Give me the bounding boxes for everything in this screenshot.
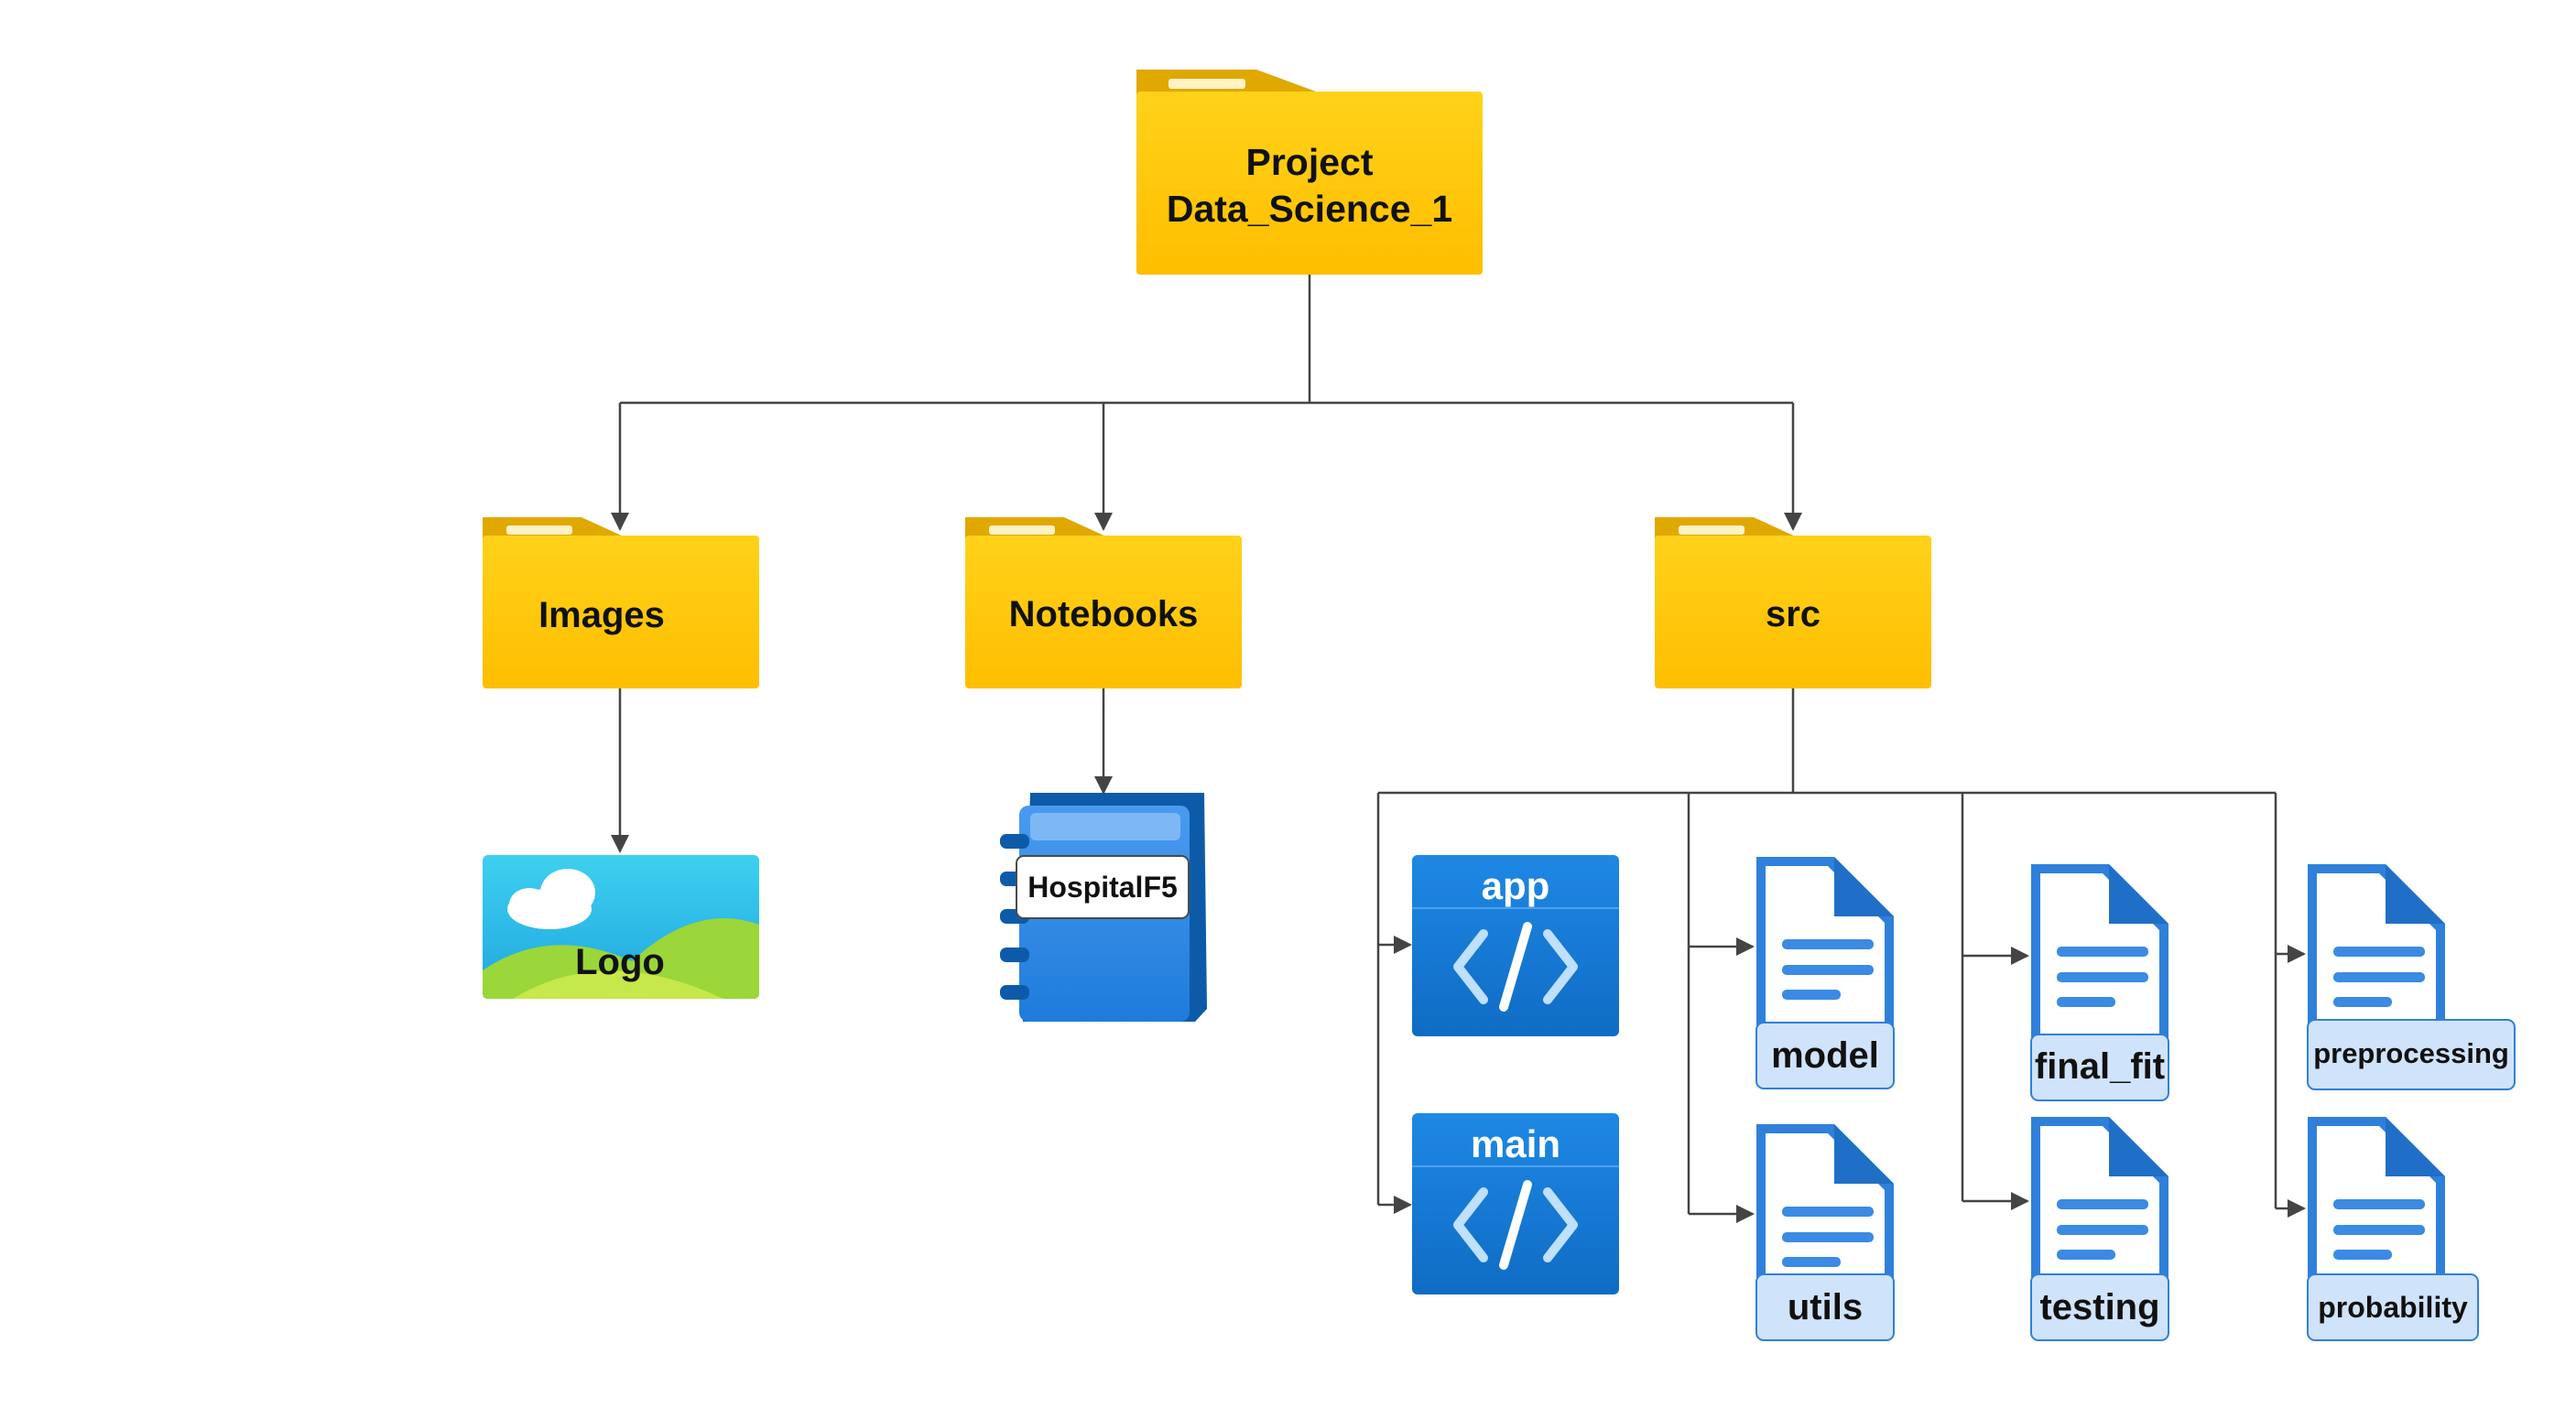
code-brackets-icon <box>1453 922 1578 1012</box>
document-icon <box>2308 1117 2445 1322</box>
doc-file-final-fit[interactable]: final_fit <box>2030 864 2169 1101</box>
folder-notebooks[interactable]: Notebooks <box>965 517 1242 688</box>
code-label-app: app <box>1482 864 1550 907</box>
folder-images[interactable]: Images <box>483 517 759 688</box>
root-title-line1: Project <box>1246 141 1374 183</box>
doc-label-utils: utils <box>1788 1287 1863 1327</box>
doc-label-preprocessing: preprocessing <box>2313 1037 2509 1069</box>
image-file-logo[interactable]: Logo <box>483 855 759 999</box>
doc-label-final-fit: final_fit <box>2035 1046 2165 1087</box>
code-brackets-icon <box>1453 1180 1578 1270</box>
notebook-hospitalf5[interactable]: HospitalF5 <box>1000 793 1207 1022</box>
document-icon <box>2031 864 2168 1069</box>
doc-file-utils[interactable]: utils <box>1755 1124 1895 1341</box>
folder-src[interactable]: src <box>1655 517 1931 688</box>
folder-label-src: src <box>1766 594 1821 634</box>
code-file-app[interactable]: app <box>1412 855 1619 1036</box>
notebook-label-hospitalf5: HospitalF5 <box>1027 871 1178 904</box>
folder-project-root[interactable]: Project Data_Science_1 <box>1136 70 1483 275</box>
doc-file-testing[interactable]: testing <box>2030 1117 2169 1341</box>
doc-label-model: model <box>1771 1035 1879 1076</box>
code-label-main: main <box>1471 1122 1560 1165</box>
document-icon <box>2031 1117 2168 1322</box>
doc-file-probability[interactable]: probability <box>2307 1117 2479 1341</box>
doc-label-testing: testing <box>2039 1287 2159 1327</box>
cloud-icon <box>507 869 595 929</box>
doc-label-probability: probability <box>2318 1291 2468 1324</box>
folder-label-notebooks: Notebooks <box>1009 594 1199 634</box>
document-icon <box>1756 857 1894 1062</box>
image-label-logo: Logo <box>575 942 665 982</box>
doc-file-model[interactable]: model <box>1755 857 1895 1089</box>
doc-file-preprocessing[interactable]: preprocessing <box>2307 864 2516 1090</box>
document-icon <box>2308 864 2445 1069</box>
folder-label-images: Images <box>538 595 665 635</box>
root-title-line2: Data_Science_1 <box>1167 188 1452 230</box>
connectors <box>611 275 2306 1223</box>
code-file-main[interactable]: main <box>1412 1113 1619 1294</box>
